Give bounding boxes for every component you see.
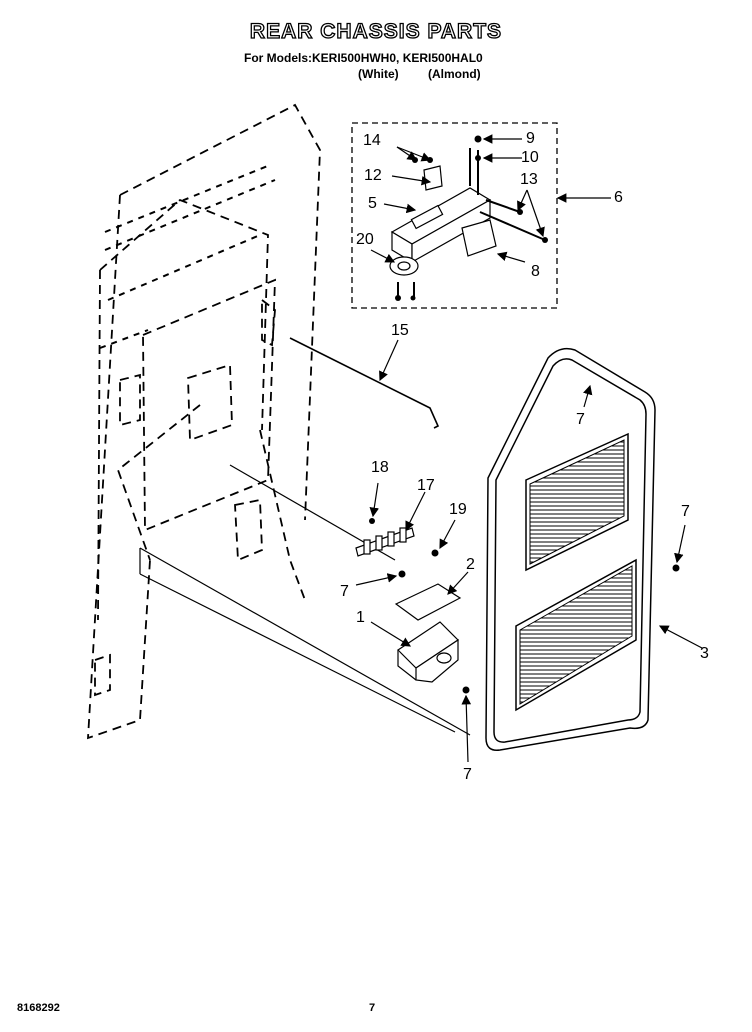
detail-box <box>351 122 558 309</box>
rod <box>289 337 440 429</box>
callout-2: 2 <box>466 556 475 573</box>
callout-18: 18 <box>371 459 389 476</box>
bracket-assembly <box>389 148 546 298</box>
callout-7-right: 7 <box>681 503 690 520</box>
page-number: 7 <box>369 1002 376 1014</box>
callout-7-top: 7 <box>576 411 585 428</box>
callout-13: 13 <box>520 171 538 188</box>
callout-1: 1 <box>356 609 365 626</box>
callout-3: 3 <box>700 645 709 662</box>
color-almond: (Almond) <box>428 67 481 81</box>
cabinet-short-dashes <box>99 164 276 349</box>
cabinet-outline <box>87 103 321 740</box>
callout-15: 15 <box>391 322 409 339</box>
terminal-block <box>355 527 415 557</box>
callout-7-bottom: 7 <box>463 766 472 783</box>
callout-20: 20 <box>356 231 374 248</box>
callout-5: 5 <box>368 195 377 212</box>
callout-14: 14 <box>363 132 381 149</box>
rear-panel <box>485 347 656 751</box>
models-line: For Models:KERI500HWH0, KERI500HAL0 <box>244 51 483 65</box>
callout-6: 6 <box>614 189 623 206</box>
callout-17: 17 <box>417 477 435 494</box>
part-number: 8168292 <box>17 1002 60 1014</box>
callout-19: 19 <box>449 501 467 518</box>
callout-7-mid: 7 <box>340 583 349 600</box>
color-white: (White) <box>358 67 399 81</box>
screws <box>369 135 680 694</box>
bottom-bracket <box>394 583 462 683</box>
callout-8: 8 <box>531 263 540 280</box>
callout-12: 12 <box>364 167 382 184</box>
callout-9: 9 <box>526 130 535 147</box>
callout-10: 10 <box>521 149 539 166</box>
leader-lines <box>355 134 703 763</box>
page-title: REAR CHASSIS PARTS <box>249 19 503 43</box>
